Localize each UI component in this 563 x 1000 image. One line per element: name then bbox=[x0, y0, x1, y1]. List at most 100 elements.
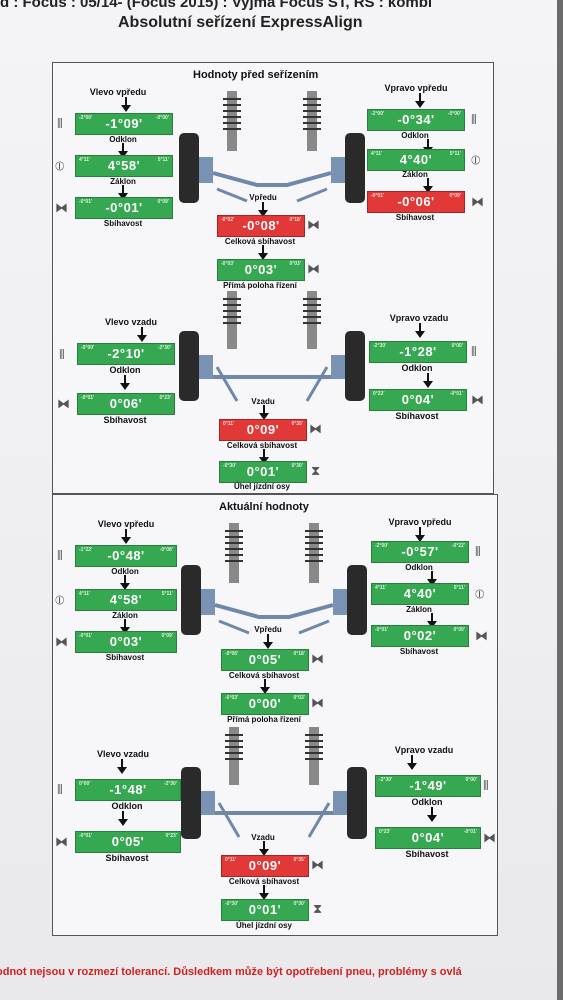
before-fl-arrow bbox=[116, 143, 130, 159]
rear-toe-icon: ⧓ bbox=[311, 857, 324, 872]
before-front-total: -0°02'0°18' -0°08' bbox=[217, 215, 305, 237]
wheel-toe-icon: ⧓ bbox=[475, 628, 488, 643]
front-axle-diagram bbox=[179, 91, 365, 203]
before-fl-caster: 4°11'5°11' 4°58' bbox=[75, 155, 173, 177]
before-rear-total-label: Celková sbíhavost bbox=[226, 441, 298, 450]
vehicle-header: d : Focus : 05/14- (Focus 2015) : Vyjma … bbox=[0, 0, 433, 11]
before-fl-camber-label: Odklon bbox=[109, 135, 137, 144]
actual-rl-title: Vlevo vzadu bbox=[96, 749, 150, 759]
actual-rl-camber-label: Odklon bbox=[111, 801, 143, 811]
actual-front-total: -0°06'0°18' 0°05' bbox=[221, 649, 309, 671]
before-rear-total-arrow bbox=[257, 405, 271, 421]
actual-rr-toe-label: Sbíhavost bbox=[405, 849, 449, 859]
tolerance-warning: odnot nejsou v rozmezí tolerancí. Důsled… bbox=[0, 966, 462, 978]
actual-thrust-label: Úhel jízdní osy bbox=[235, 921, 292, 930]
before-fr-arrow bbox=[413, 93, 427, 109]
actual-thrust-arrow bbox=[257, 885, 271, 901]
wheel-caster-icon: ⦶ bbox=[471, 152, 481, 167]
before-fl-arrow bbox=[116, 185, 130, 201]
before-rl-arrow bbox=[135, 327, 149, 343]
wheel-camber-icon: ⦀ bbox=[483, 778, 489, 793]
wheel-toe-icon: ⧓ bbox=[55, 200, 68, 215]
before-fl-toe-label: Sbíhavost bbox=[103, 219, 143, 228]
actual-rr-toe: 0°23'-0°01' 0°04' bbox=[375, 827, 481, 849]
before-rr-arrow bbox=[413, 323, 427, 339]
actual-fr-camber-label: Odklon bbox=[405, 563, 433, 572]
wheel-toe-icon: ⧓ bbox=[471, 392, 484, 407]
before-fr-camber: -2°00'-0°00' -0°34' bbox=[367, 109, 465, 131]
actual-rear-total-label: Celková sbíhavost bbox=[228, 877, 300, 886]
actual-fr-caster-label: Záklon bbox=[406, 605, 432, 614]
actual-fl-toe-label: Sbíhavost bbox=[105, 653, 145, 662]
before-fr-toe-label: Sbíhavost bbox=[395, 213, 435, 222]
actual-rl-toe-label: Sbíhavost bbox=[105, 853, 149, 863]
actual-front-total-label: Celková sbíhavost bbox=[228, 671, 300, 680]
before-front-total-title: Vpředu bbox=[249, 193, 277, 202]
before-rr-camber-label: Odklon bbox=[401, 363, 433, 373]
before-front-total-arrow bbox=[256, 202, 270, 218]
actual-fr-title: Vpravo vpředu bbox=[388, 517, 452, 527]
before-rl-toe-label: Sbíhavost bbox=[103, 415, 147, 425]
before-rl-title: Vlevo vzadu bbox=[104, 317, 158, 327]
before-steering-label: Přímá poloha řízení bbox=[223, 281, 297, 290]
actual-fr-toe: -0°01'0°09' 0°02' bbox=[371, 625, 469, 647]
wheel-camber-icon: ⦀ bbox=[57, 782, 63, 797]
actual-rl-camber: 0°00'-2°30' -1°48' bbox=[75, 779, 181, 801]
actual-rr-arrow bbox=[425, 807, 439, 823]
before-steering: -0°03'0°03' 0°03' bbox=[217, 259, 305, 281]
wheel-camber-icon: ⦀ bbox=[57, 116, 63, 131]
front-axle-diagram bbox=[181, 523, 367, 635]
wheel-toe-icon: ⧓ bbox=[57, 396, 70, 411]
panel-before-title: Hodnoty před seřízením bbox=[193, 69, 319, 81]
page-edge-shadow bbox=[557, 0, 563, 1000]
actual-fl-camber: -1°22'-0°08' -0°48' bbox=[75, 545, 177, 567]
actual-rr-camber-label: Odklon bbox=[411, 797, 443, 807]
actual-fr-arrow bbox=[425, 613, 439, 629]
wheel-camber-icon: ⦀ bbox=[59, 347, 65, 362]
wheel-caster-icon: ⦶ bbox=[55, 592, 65, 607]
actual-fl-arrow bbox=[118, 575, 132, 591]
before-fr-camber-label: Odklon bbox=[401, 131, 429, 140]
before-rear-total: 0°11'0°35' 0°09' bbox=[219, 419, 307, 441]
before-fr-arrow bbox=[421, 178, 435, 194]
rear-axle-diagram bbox=[179, 291, 365, 402]
wheel-toe-icon: ⧓ bbox=[483, 830, 496, 845]
before-rl-camber-label: Odklon bbox=[109, 365, 141, 375]
before-rl-toe: -0°01'0°23' 0°06' bbox=[77, 393, 175, 415]
wheel-camber-icon: ⦀ bbox=[471, 344, 477, 359]
before-front-total-label: Celková sbíhavost bbox=[224, 237, 296, 246]
before-rr-title: Vpravo vzadu bbox=[389, 313, 449, 323]
actual-rear-total-arrow bbox=[257, 841, 271, 857]
actual-fl-caster-label: Záklon bbox=[112, 611, 138, 620]
wheel-camber-icon: ⦀ bbox=[475, 544, 481, 559]
actual-fl-arrow bbox=[119, 529, 133, 545]
wheel-toe-icon: ⧓ bbox=[55, 634, 68, 649]
actual-rear-total-title: Vzadu bbox=[251, 833, 275, 842]
actual-rl-toe: -0°01'0°23' 0°05' bbox=[75, 831, 181, 853]
panel-actual-title: Aktuální hodnoty bbox=[219, 501, 309, 513]
actual-fl-caster: 4°11'5°11' 4°58' bbox=[75, 589, 177, 611]
before-rl-arrow bbox=[118, 375, 132, 391]
actual-fr-caster: 4°11'5°11' 4°40' bbox=[371, 583, 469, 605]
wheel-camber-icon: ⦀ bbox=[57, 548, 63, 563]
actual-rr-arrow bbox=[405, 755, 419, 771]
actual-rl-arrow bbox=[116, 811, 130, 827]
wheel-toe-icon: ⧓ bbox=[55, 834, 68, 849]
before-rr-camber: -2°30'0°00' -1°28' bbox=[369, 341, 467, 363]
steering-icon: ⧓ bbox=[311, 695, 324, 710]
actual-fl-camber-label: Odklon bbox=[111, 567, 139, 576]
before-fl-caster-label: Záklon bbox=[110, 177, 136, 186]
actual-rr-title: Vpravo vzadu bbox=[394, 745, 454, 755]
before-fr-caster-label: Záklon bbox=[402, 170, 428, 179]
before-thrust: -0°30'0°30' 0°01' bbox=[219, 461, 307, 483]
actual-fr-camber: -2°00'-0°22' -0°57' bbox=[371, 541, 469, 563]
actual-rear-total: 0°11'0°35' 0°09' bbox=[221, 855, 309, 877]
wheel-camber-icon: ⦀ bbox=[471, 112, 477, 127]
actual-fr-toe-label: Sbíhavost bbox=[399, 647, 439, 656]
front-toe-icon: ⧓ bbox=[311, 651, 324, 666]
actual-steering: -0°03'0°03' 0°00' bbox=[221, 693, 309, 715]
thrust-axis-icon: ⧗ bbox=[313, 901, 323, 916]
before-thrust-arrow bbox=[257, 449, 271, 465]
before-rr-arrow bbox=[421, 373, 435, 389]
before-fr-caster: 4°11'5°11' 4°40' bbox=[367, 149, 465, 171]
